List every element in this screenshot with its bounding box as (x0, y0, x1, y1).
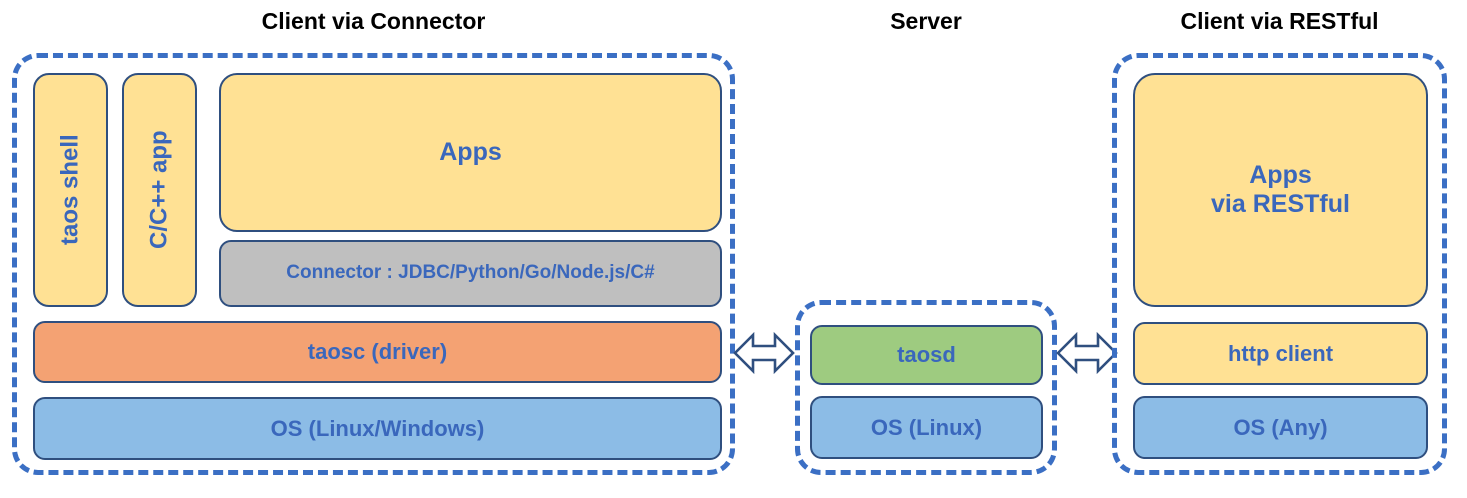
box-apps-restful-line1: Apps (1249, 161, 1312, 189)
box-apps-connector[interactable]: Apps (219, 73, 722, 232)
box-c-cpp-app[interactable]: C/C++ app (122, 73, 197, 307)
group-boundary-client-restful (1112, 53, 1447, 475)
box-os-linux[interactable]: OS (Linux) (810, 396, 1043, 459)
group-boundary-server (795, 300, 1057, 475)
box-os-any[interactable]: OS (Any) (1133, 396, 1428, 459)
group-boundary-client-connector (12, 53, 735, 475)
box-http-client[interactable]: http client (1133, 322, 1428, 385)
box-taosc-driver[interactable]: taosc (driver) (33, 321, 722, 383)
box-connector-list[interactable]: Connector : JDBC/Python/Go/Node.js/C# (219, 240, 722, 307)
double-headed-arrow-icon-right (1056, 325, 1118, 381)
group-title-client-restful: Client via RESTful (1180, 8, 1379, 34)
box-taos-shell[interactable]: taos shell (33, 73, 108, 307)
group-title-client-connector: Client via Connector (261, 8, 486, 34)
box-apps-restful[interactable]: Apps via RESTful (1133, 73, 1428, 307)
group-title-server: Server (890, 8, 962, 34)
box-apps-restful-line2: via RESTful (1211, 190, 1350, 218)
double-headed-arrow-icon-left (733, 325, 795, 381)
box-taosd[interactable]: taosd (810, 325, 1043, 385)
box-os-linux-windows[interactable]: OS (Linux/Windows) (33, 397, 722, 460)
